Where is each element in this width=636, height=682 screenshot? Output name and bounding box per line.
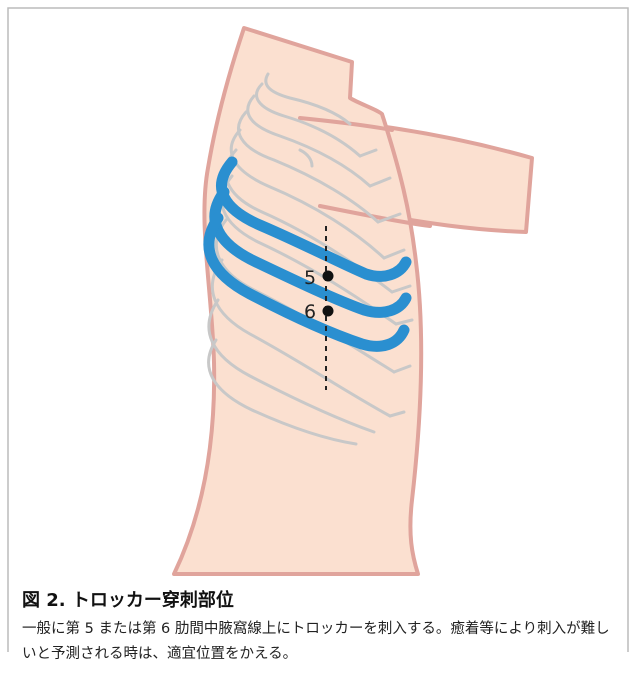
torso — [174, 28, 421, 574]
marker-label-6: 6 — [304, 301, 316, 323]
marker-dot-6 — [323, 306, 334, 317]
figure-caption-body: 一般に第 5 または第 6 肋間中腋窩線上にトロッカーを刺入する。癒着等により刺… — [22, 617, 622, 667]
marker-label-5: 5 — [304, 267, 316, 289]
figure-caption-title: 図 2. トロッカー穿刺部位 — [22, 586, 234, 612]
marker-dot-5 — [323, 271, 334, 282]
